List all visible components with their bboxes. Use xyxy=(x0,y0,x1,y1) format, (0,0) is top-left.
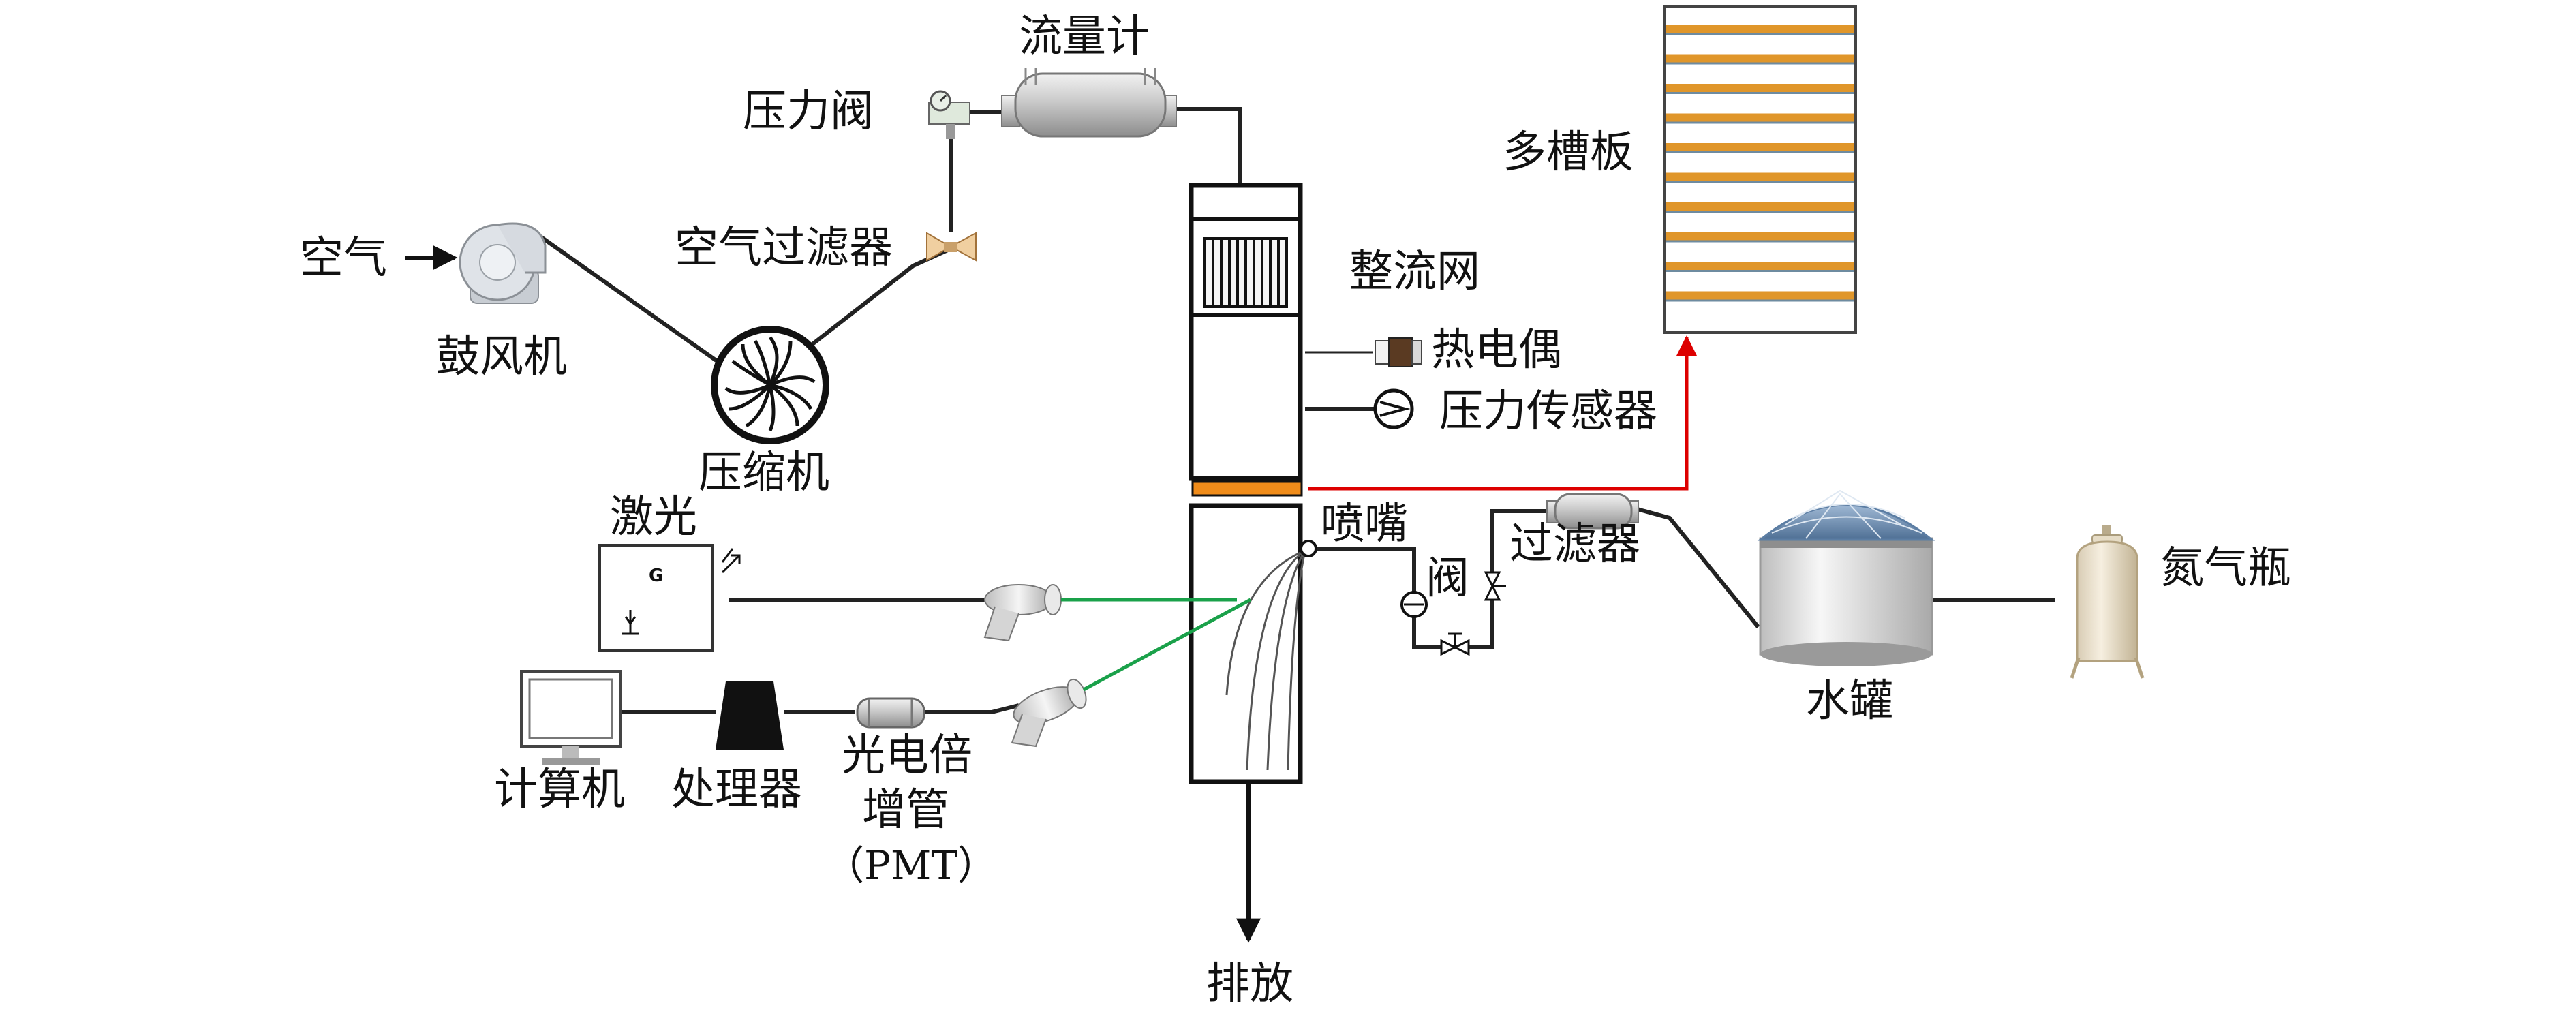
label-filter: 过滤器 xyxy=(1509,519,1640,570)
label-pmt-line2: 增管 xyxy=(862,785,949,835)
air-filter-icon xyxy=(926,232,977,262)
pipe-valve-filter xyxy=(1490,509,1554,572)
pipe-flowmeter-column xyxy=(1172,107,1242,185)
plate-slot xyxy=(1666,54,1854,63)
pipe-nozzle-valve xyxy=(1312,547,1416,593)
label-exhaust: 排放 xyxy=(1206,959,1293,1009)
plate-slot xyxy=(1666,84,1854,92)
label-pmt-line3: （PMT） xyxy=(825,842,997,889)
spray-curves xyxy=(1225,549,1306,771)
plate-slot xyxy=(1666,25,1854,33)
flow-straightener-icon xyxy=(1203,237,1288,308)
plate-slot xyxy=(1666,172,1854,181)
plate-slot-edge xyxy=(1666,151,1854,153)
plate-slots xyxy=(1666,25,1854,302)
plate-slot xyxy=(1666,113,1854,122)
settling-chamber xyxy=(1189,183,1303,481)
label-laser: 激光 xyxy=(610,492,697,542)
plate-slot-edge xyxy=(1666,299,1854,302)
blower-icon xyxy=(459,222,547,304)
label-water-tank: 水罐 xyxy=(1806,676,1893,726)
piping-lines xyxy=(537,107,2055,714)
needle-valve-icon xyxy=(1484,571,1506,601)
plate-slot-edge xyxy=(1666,270,1854,272)
laser-beam-scattered xyxy=(1082,598,1252,692)
filter-icon xyxy=(1546,493,1639,530)
label-pmt-line1: 光电倍 xyxy=(842,731,972,781)
needle-valve-icon xyxy=(1440,632,1470,656)
plate-slot-edge xyxy=(1666,181,1854,183)
label-nozzle: 喷嘴 xyxy=(1321,499,1408,549)
plate-slot xyxy=(1666,143,1854,151)
multi-slot-plate xyxy=(1663,5,1857,334)
flowmeter-icon xyxy=(1001,68,1177,138)
needle-valve-icon xyxy=(1400,591,1428,618)
plate-slot xyxy=(1666,202,1854,211)
compressor-icon xyxy=(711,326,829,444)
nozzle-icon xyxy=(1300,540,1317,557)
laser-glyph: G xyxy=(649,566,663,586)
plate-slot xyxy=(1666,291,1854,300)
label-compressor: 压缩机 xyxy=(699,448,829,498)
pressure-valve-icon xyxy=(928,90,970,139)
photomultiplier-icon xyxy=(856,697,925,729)
label-pressure-valve: 压力阀 xyxy=(743,87,874,137)
label-pressure-sensor: 压力传感器 xyxy=(1439,386,1657,437)
label-multi-slot-plate: 多槽板 xyxy=(1503,127,1634,178)
label-processor: 处理器 xyxy=(671,765,802,815)
label-computer: 计算机 xyxy=(494,765,625,815)
plate-slot xyxy=(1666,232,1854,241)
label-blower: 鼓风机 xyxy=(436,332,567,382)
computer-monitor-icon xyxy=(520,670,622,765)
plate-slot xyxy=(1666,262,1854,270)
laser-emitter-icon: G xyxy=(598,544,741,652)
laser-beams xyxy=(1061,598,1252,692)
label-air-filter: 空气过滤器 xyxy=(675,223,893,273)
nitrogen-cylinder-icon xyxy=(2070,525,2145,679)
receiver-optics-icon xyxy=(983,584,1062,642)
pipe-filter-tank xyxy=(1631,506,1760,628)
pressure-sensor-icon xyxy=(1373,388,1414,429)
thermocouple-icon xyxy=(1375,337,1422,367)
processor-icon xyxy=(716,681,784,750)
label-valve: 阀 xyxy=(1426,553,1469,604)
label-flowmeter: 流量计 xyxy=(1019,12,1150,62)
pipe-blower-compressor xyxy=(537,233,748,384)
plate-slot-edge xyxy=(1666,62,1854,65)
water-tank-icon xyxy=(1757,489,1935,666)
test-section xyxy=(1189,503,1306,784)
plate-slot-edge xyxy=(1666,92,1854,94)
red-link-to-plate xyxy=(1308,335,1697,491)
orange-band xyxy=(1191,480,1303,497)
label-flow-straightener: 整流网 xyxy=(1349,247,1480,297)
plate-slot-edge xyxy=(1666,121,1854,124)
plate-slot-edge xyxy=(1666,33,1854,35)
label-air: 空气 xyxy=(300,233,387,283)
cable-pmt-receiver xyxy=(923,703,1019,714)
label-thermocouple: 热电偶 xyxy=(1431,325,1562,375)
plate-slot-edge xyxy=(1666,211,1854,213)
label-nitrogen-bottle: 氮气瓶 xyxy=(2160,543,2291,594)
plate-slot-edge xyxy=(1666,240,1854,243)
receiver-optics-icon xyxy=(1011,678,1087,748)
